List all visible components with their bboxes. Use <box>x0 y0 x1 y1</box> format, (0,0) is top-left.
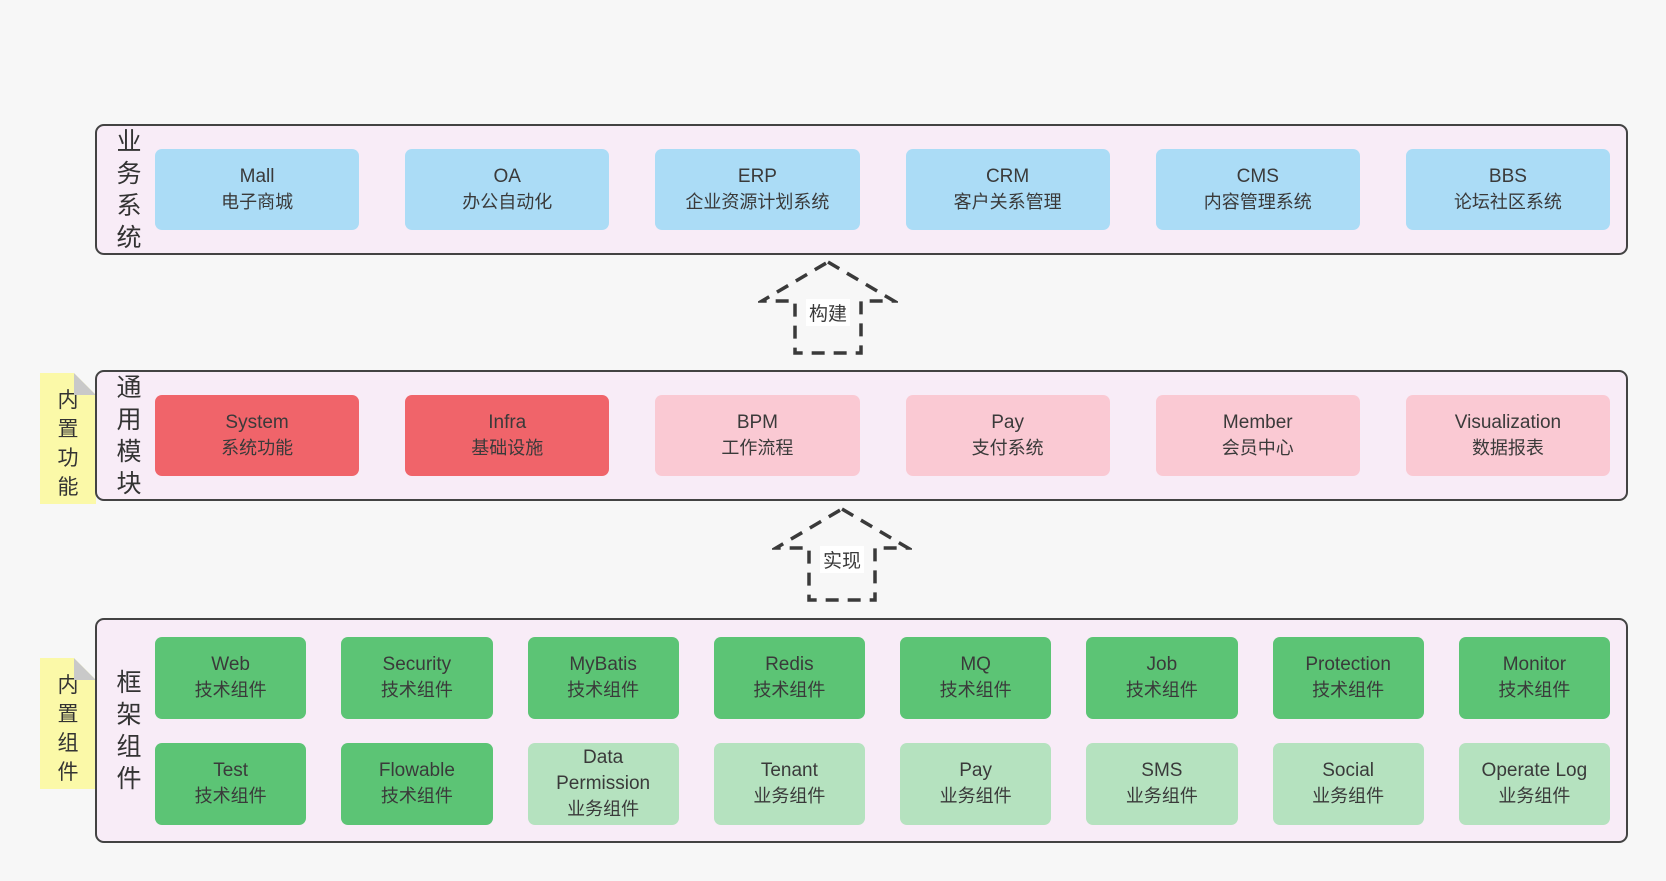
panel-label-business-systems: 业务系统 <box>116 127 142 252</box>
common-modules-row: System 系统功能 Infra 基础设施 BPM 工作流程 Pay 支付系统… <box>155 372 1611 499</box>
business-components-row: Test 技术组件 Flowable 技术组件 Data Permission … <box>155 742 1610 825</box>
box-bpm: BPM 工作流程 <box>655 395 860 476</box>
box-tenant: Tenant 业务组件 <box>713 742 865 825</box>
business-systems-row: Mall 电子商城 OA 办公自动化 ERP 企业资源计划系统 CRM 客户关系… <box>155 126 1611 253</box>
box-cms: CMS 内容管理系统 <box>1155 149 1360 230</box>
implement-arrow-icon: 实现 <box>772 506 912 603</box>
box-web: Web 技术组件 <box>155 636 307 719</box>
framework-components-rows: Web 技术组件 Security 技术组件 MyBatis 技术组件 Redi… <box>155 620 1610 841</box>
box-social: Social 业务组件 <box>1272 742 1424 825</box>
panel-label-framework-components: 框架组件 <box>116 668 142 793</box>
box-protection: Protection 技术组件 <box>1272 636 1424 719</box>
note-built-in-features-label: 内置功能 <box>57 389 79 499</box>
box-job: Job 技术组件 <box>1086 636 1238 719</box>
box-bbs: BBS 论坛社区系统 <box>1405 149 1611 230</box>
box-mq: MQ 技术组件 <box>900 636 1052 719</box>
box-mybatis: MyBatis 技术组件 <box>527 636 679 719</box>
note-built-in-features: 内置功能 <box>40 373 96 504</box>
note-fold-icon <box>74 373 96 395</box>
build-arrow-label: 构建 <box>805 299 851 326</box>
box-erp: ERP 企业资源计划系统 <box>655 149 860 230</box>
panel-label-common-modules: 通用模块 <box>116 373 142 498</box>
tech-components-row: Web 技术组件 Security 技术组件 MyBatis 技术组件 Redi… <box>155 636 1610 719</box>
note-built-in-components: 内置组件 <box>40 658 96 789</box>
implement-arrow-label: 实现 <box>819 546 865 573</box>
build-arrow-icon: 构建 <box>758 259 898 356</box>
box-system: System 系统功能 <box>155 395 360 476</box>
panel-framework-components: 框架组件 Web 技术组件 Security 技术组件 MyBatis 技术组件… <box>95 618 1628 843</box>
box-crm: CRM 客户关系管理 <box>905 149 1110 230</box>
box-security: Security 技术组件 <box>341 636 493 719</box>
box-pay: Pay 支付系统 <box>905 395 1110 476</box>
box-mall: Mall 电子商城 <box>155 149 360 230</box>
box-operate-log: Operate Log 业务组件 <box>1458 742 1610 825</box>
panel-common-modules: 通用模块 System 系统功能 Infra 基础设施 BPM 工作流程 Pay… <box>95 370 1628 501</box>
box-pay-component: Pay 业务组件 <box>900 742 1052 825</box>
note-built-in-components-label: 内置组件 <box>57 674 79 784</box>
box-flowable: Flowable 技术组件 <box>341 742 493 825</box>
panel-business-systems: 业务系统 Mall 电子商城 OA 办公自动化 ERP 企业资源计划系统 CRM… <box>95 124 1628 255</box>
box-oa: OA 办公自动化 <box>405 149 610 230</box>
box-redis: Redis 技术组件 <box>713 636 865 719</box>
box-test: Test 技术组件 <box>155 742 307 825</box>
box-visualization: Visualization 数据报表 <box>1405 395 1611 476</box>
box-sms: SMS 业务组件 <box>1086 742 1238 825</box>
note-fold-icon <box>74 658 96 680</box>
box-member: Member 会员中心 <box>1155 395 1360 476</box>
box-infra: Infra 基础设施 <box>405 395 610 476</box>
box-monitor: Monitor 技术组件 <box>1458 636 1610 719</box>
box-data-permission: Data Permission 业务组件 <box>527 742 679 825</box>
